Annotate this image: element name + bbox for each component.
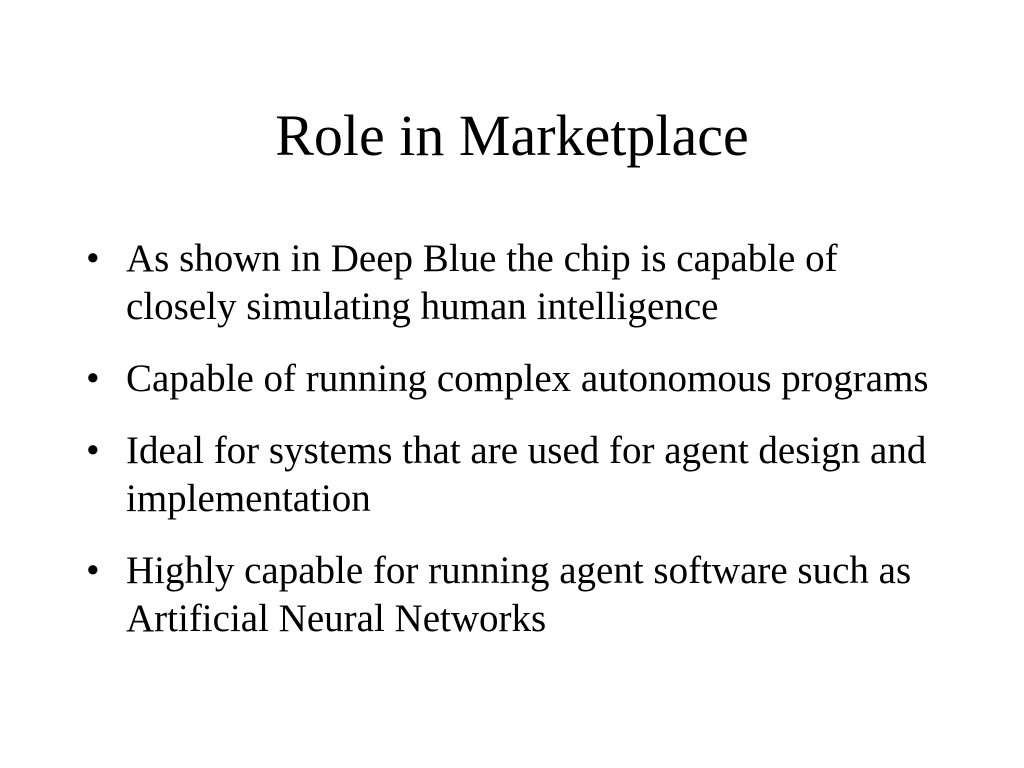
bullet-point-icon: • xyxy=(86,429,100,472)
bullet-text: As shown in Deep Blue the chip is capabl… xyxy=(126,237,838,328)
slide-title: Role in Marketplace xyxy=(275,103,749,168)
bullet-point-icon: • xyxy=(86,549,100,592)
bullet-point-icon: • xyxy=(86,237,100,280)
bullet-point-icon: • xyxy=(86,357,100,400)
bullet-item-1: • As shown in Deep Blue the chip is capa… xyxy=(86,235,946,331)
bullet-text: Capable of running complex autonomous pr… xyxy=(126,357,929,400)
bullet-item-2: • Capable of running complex autonomous … xyxy=(86,355,946,403)
bullet-list: • As shown in Deep Blue the chip is capa… xyxy=(86,235,946,667)
bullet-text: Ideal for systems that are used for agen… xyxy=(126,429,927,520)
bullet-text: Highly capable for running agent softwar… xyxy=(126,549,912,640)
bullet-item-4: • Highly capable for running agent softw… xyxy=(86,547,946,643)
bullet-item-3: • Ideal for systems that are used for ag… xyxy=(86,427,946,523)
